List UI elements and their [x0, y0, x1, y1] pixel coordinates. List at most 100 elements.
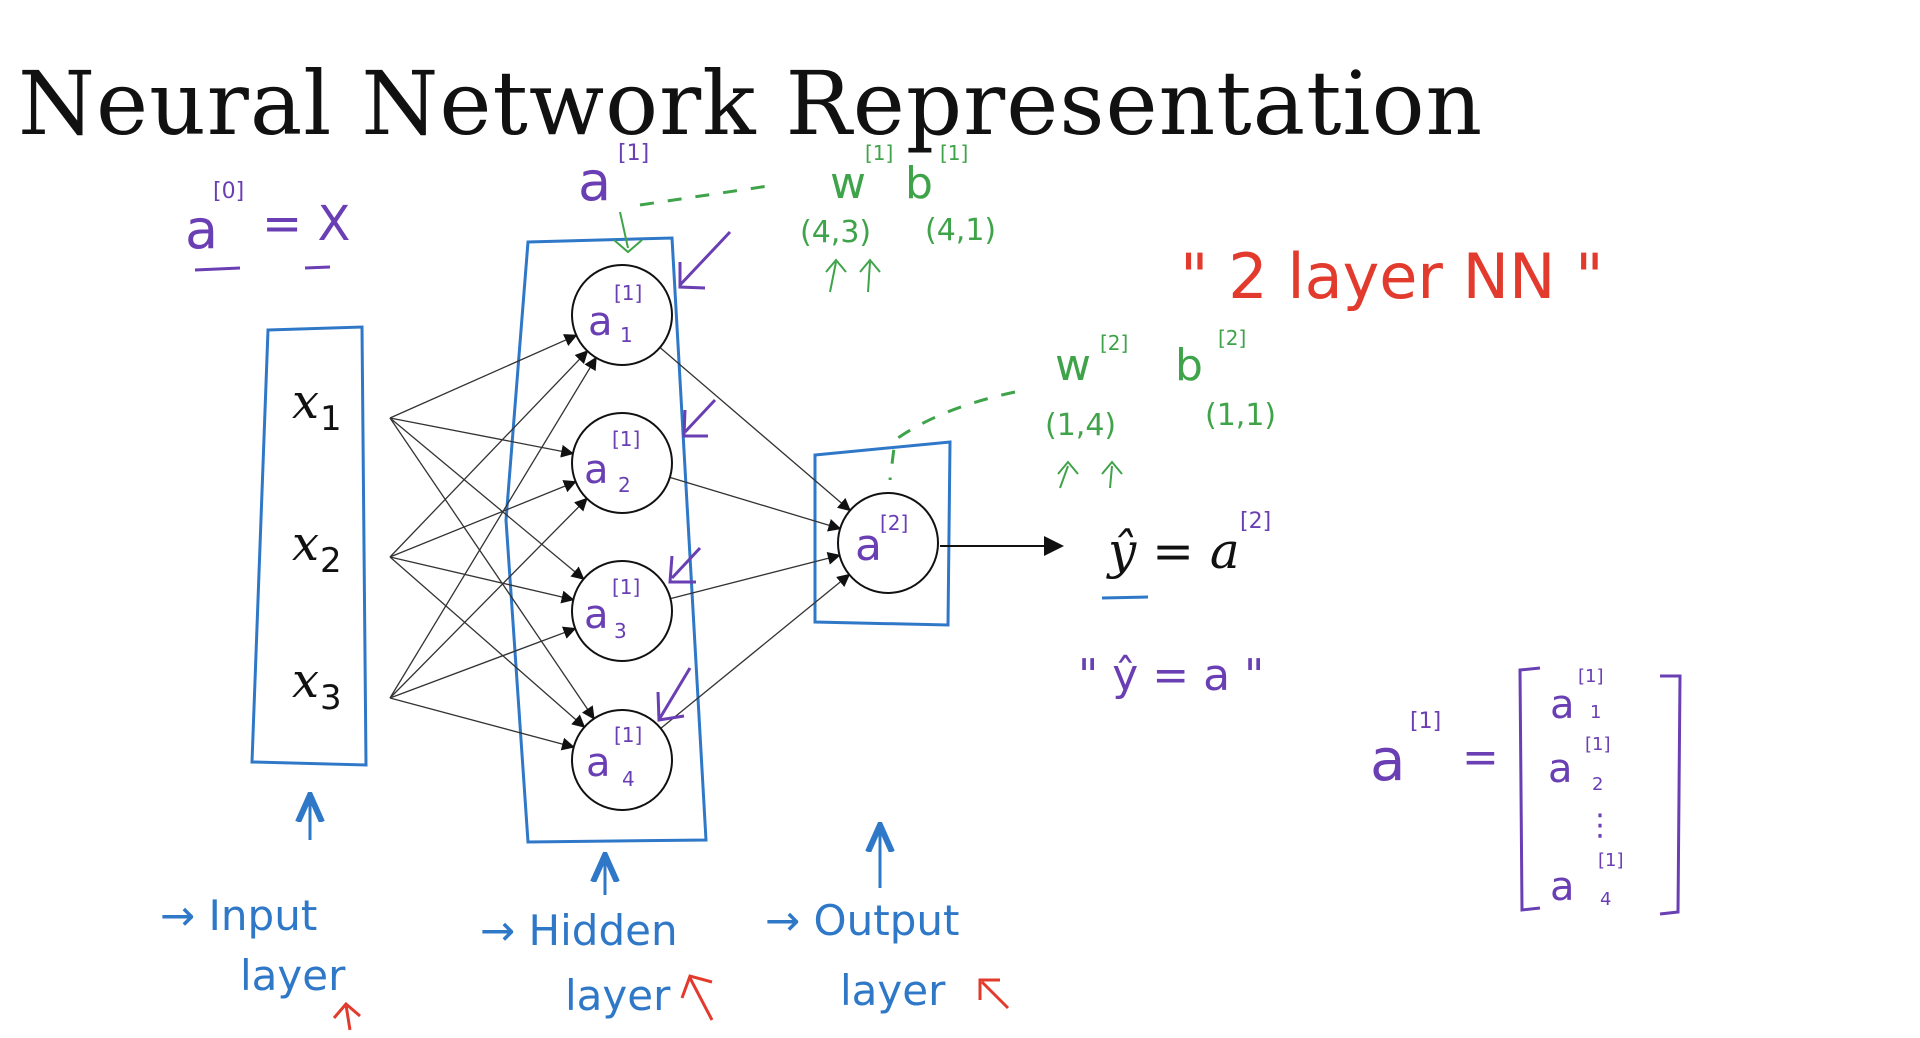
- svg-text:[1]: [1]: [612, 427, 640, 451]
- svg-text:a: a: [586, 740, 611, 786]
- hidden-output-edges: [659, 347, 852, 729]
- dashed-link-1: [639, 183, 776, 207]
- input-x2: x 2: [292, 516, 342, 581]
- a0-equals-x: a [0] = X: [185, 179, 350, 272]
- svg-text:x: x: [292, 653, 319, 709]
- svg-text:1: 1: [620, 323, 633, 347]
- svg-text:3: 3: [614, 619, 627, 643]
- svg-text:(4,1): (4,1): [925, 213, 996, 248]
- svg-text:[1]: [1]: [940, 141, 968, 165]
- output-layer-label: → Output layer: [765, 828, 1010, 1015]
- svg-text:[1]: [1]: [614, 281, 642, 305]
- input-layer-label: → Input layer: [160, 798, 361, 1031]
- two-layer-nn-label: " 2 layer NN ": [1180, 240, 1604, 313]
- svg-text:(1,1): (1,1): [1205, 398, 1276, 433]
- svg-text:a: a: [584, 447, 609, 493]
- edge-x1-h3: [389, 417, 585, 580]
- yhat-equation: ŷ = a [2] " ŷ = a ": [1078, 509, 1271, 701]
- svg-text:1: 1: [320, 399, 342, 439]
- svg-text:2: 2: [320, 541, 342, 581]
- svg-text:[1]: [1]: [1598, 850, 1624, 871]
- edge-x3-h4: [389, 697, 575, 751]
- edge-h4-out: [660, 573, 851, 729]
- edge-x3-h3: [389, 626, 577, 699]
- svg-text:[2]: [2]: [1218, 326, 1246, 350]
- input-hidden-edges: [389, 334, 597, 751]
- svg-text:[2]: [2]: [880, 511, 908, 535]
- edge-x2-h3: [389, 556, 575, 604]
- edge-h1-out: [659, 347, 852, 512]
- svg-text:a: a: [588, 299, 613, 345]
- svg-text:1: 1: [1590, 702, 1601, 723]
- svg-text:⋮: ⋮: [1585, 808, 1615, 843]
- svg-text:b: b: [905, 158, 933, 209]
- svg-text:(4,3): (4,3): [800, 215, 871, 250]
- edge-x2-h2: [389, 480, 577, 558]
- svg-text:[1]: [1]: [865, 141, 893, 165]
- input-x1: x 1: [292, 374, 342, 439]
- svg-text:[1]: [1]: [1410, 709, 1441, 734]
- hidden-node-2: a [1] 2: [571, 412, 673, 514]
- svg-text:[1]: [1]: [614, 723, 642, 747]
- page-title: Neural Network Representation: [18, 52, 1484, 155]
- svg-text:[1]: [1]: [1585, 734, 1611, 755]
- input-x3: x 3: [292, 653, 342, 718]
- svg-text:4: 4: [1600, 889, 1611, 910]
- edge-x3-h1: [389, 356, 597, 699]
- hidden-node-4: a [1] 4: [571, 709, 673, 811]
- svg-text:2: 2: [618, 473, 631, 497]
- edge-h2-out: [669, 476, 842, 532]
- edge-x2-h1: [389, 350, 589, 558]
- purple-arrows: [656, 230, 732, 722]
- svg-text:= X: = X: [262, 196, 350, 252]
- a1-vector: a [1] = a [1] 1 a [1] 2 ⋮ a [1] 4: [1370, 666, 1682, 916]
- svg-text:w: w: [830, 158, 866, 209]
- dashed-link-2: [888, 390, 1016, 481]
- svg-text:" ŷ = a ": " ŷ = a ": [1078, 650, 1264, 701]
- hidden-layer-box: [504, 236, 708, 844]
- svg-text:layer: layer: [240, 951, 346, 1000]
- output-node: a [2]: [837, 492, 939, 594]
- edge-x3-h2: [389, 497, 588, 699]
- svg-text:→ Hidden: → Hidden: [480, 906, 678, 955]
- svg-text:a: a: [584, 592, 609, 638]
- svg-text:a: a: [578, 150, 611, 213]
- svg-text:=: =: [1462, 732, 1499, 783]
- svg-text:2: 2: [1592, 774, 1603, 795]
- svg-text:4: 4: [622, 767, 635, 791]
- svg-text:[1]: [1]: [1578, 666, 1604, 687]
- svg-text:[1]: [1]: [612, 575, 640, 599]
- svg-text:layer: layer: [565, 971, 671, 1020]
- svg-text:[1]: [1]: [618, 141, 649, 166]
- w1-b1-params: w [1] b [1] (4,3) (4,1): [800, 141, 996, 293]
- a1-top-label: a [1]: [578, 141, 649, 254]
- svg-text:[2]: [2]: [1100, 331, 1128, 355]
- svg-text:a: a: [1548, 746, 1573, 792]
- svg-text:ŷ = a: ŷ = a: [1106, 522, 1240, 580]
- svg-text:b: b: [1175, 340, 1203, 391]
- hidden-layer-label: → Hidden layer: [480, 858, 714, 1021]
- edge-x1-h1: [389, 334, 578, 419]
- svg-text:layer: layer: [840, 966, 946, 1015]
- edge-x1-h4: [389, 417, 595, 720]
- svg-text:a: a: [855, 520, 882, 571]
- svg-text:x: x: [292, 374, 319, 430]
- output-layer-box: [813, 440, 952, 627]
- svg-text:[2]: [2]: [1240, 509, 1271, 534]
- svg-text:w: w: [1055, 340, 1091, 391]
- svg-text:a: a: [1550, 682, 1575, 728]
- svg-text:3: 3: [320, 678, 342, 718]
- edge-x2-h4: [389, 556, 586, 728]
- svg-text:a: a: [185, 198, 218, 261]
- input-layer-box: [250, 325, 368, 767]
- svg-text:x: x: [292, 516, 319, 572]
- svg-text:(1,4): (1,4): [1045, 408, 1116, 443]
- hidden-node-1: a [1] 1: [571, 264, 673, 366]
- svg-text:a: a: [1370, 726, 1406, 794]
- svg-text:→ Input: → Input: [160, 891, 317, 940]
- edge-x1-h2: [389, 417, 575, 458]
- edge-h3-out: [670, 551, 841, 600]
- svg-text:a: a: [1550, 864, 1575, 910]
- svg-text:[0]: [0]: [213, 179, 244, 204]
